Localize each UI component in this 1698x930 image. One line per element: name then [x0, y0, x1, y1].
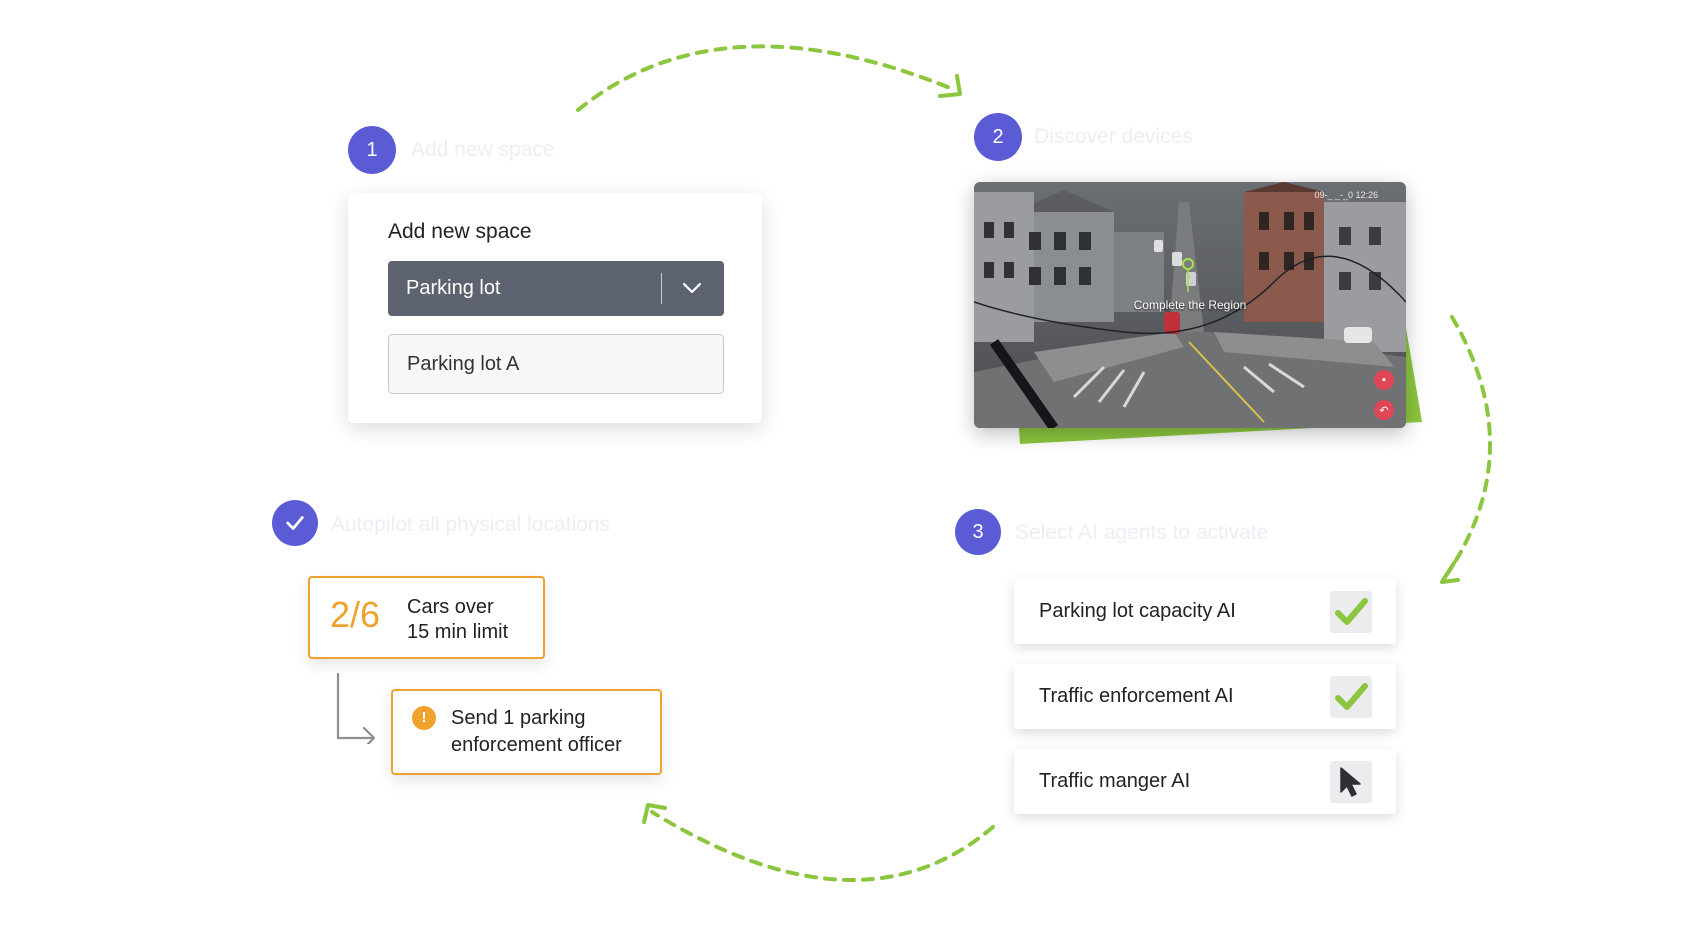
green-check-icon: [1335, 598, 1368, 625]
camera-overlay-label: Complete the Region: [1133, 298, 1247, 312]
alert-line-1: Send 1 parking: [451, 707, 586, 729]
agent-row-traffic-manager[interactable]: Traffic manger AI: [1014, 749, 1396, 814]
camera-feed-panel: Complete the Region 09-_ _-_0 12:26 ▪ ↶: [974, 182, 1422, 444]
space-name-input-value: Parking lot A: [407, 352, 520, 375]
agent-label: Traffic manger AI: [1039, 770, 1191, 792]
space-name-input[interactable]: Parking lot A: [388, 334, 724, 394]
delete-region-icon[interactable]: ▪: [1374, 370, 1394, 390]
add-space-card: Add new space Parking lot Parking lot A: [348, 193, 762, 423]
step-2-title: Discover devices: [1034, 125, 1193, 148]
step-1-title: Add new space: [411, 138, 555, 161]
step-3-badge: 3: [955, 509, 1001, 555]
checkmark-icon: [286, 516, 304, 530]
stat-line-1: Cars over: [407, 596, 494, 618]
agent-row-traffic-enforcement[interactable]: Traffic enforcement AI: [1014, 664, 1396, 729]
warning-icon: !: [412, 706, 436, 730]
agent-checkbox[interactable]: [1330, 676, 1372, 718]
checkmark-badge: [272, 500, 318, 546]
cursor-icon: [1340, 767, 1361, 797]
agent-checkbox[interactable]: [1330, 591, 1372, 633]
camera-feed[interactable]: Complete the Region 09-_ _-_0 12:26 ▪ ↶: [974, 182, 1406, 428]
green-check-icon: [1335, 683, 1368, 710]
step-2-badge: 2: [974, 113, 1022, 161]
step-3-title: Select AI agents to activate: [1015, 521, 1269, 544]
dispatch-alert: ! Send 1 parking enforcement officer: [391, 689, 662, 775]
camera-timestamp: 09-_ _-_0 12:26: [1314, 190, 1378, 200]
stat-value: 2/6: [330, 594, 381, 635]
step-1-badge: 1: [348, 126, 396, 174]
alert-text: Send 1 parking enforcement officer: [451, 705, 622, 759]
agent-label: Parking lot capacity AI: [1039, 600, 1236, 622]
agent-checkbox[interactable]: [1330, 761, 1372, 803]
add-space-card-title: Add new space: [388, 220, 532, 243]
alert-line-2: enforcement officer: [451, 734, 622, 756]
undo-icon[interactable]: ↶: [1374, 400, 1394, 420]
cars-over-limit-stat: 2/6 Cars over 15 min limit: [308, 576, 545, 659]
stat-line-2: 15 min limit: [407, 621, 509, 643]
space-type-select[interactable]: Parking lot: [388, 261, 724, 316]
elbow-arrow-icon: [336, 672, 376, 744]
chevron-down-icon[interactable]: [680, 276, 704, 300]
street-scene-image: [974, 182, 1406, 428]
stat-description: Cars over 15 min limit: [407, 595, 508, 645]
step-4-title: Autopilot all physical locations: [331, 513, 610, 536]
space-type-select-value: Parking lot: [406, 277, 501, 299]
agent-label: Traffic enforcement AI: [1039, 685, 1234, 707]
agent-row-parking-capacity[interactable]: Parking lot capacity AI: [1014, 579, 1396, 644]
select-divider: [661, 273, 662, 304]
